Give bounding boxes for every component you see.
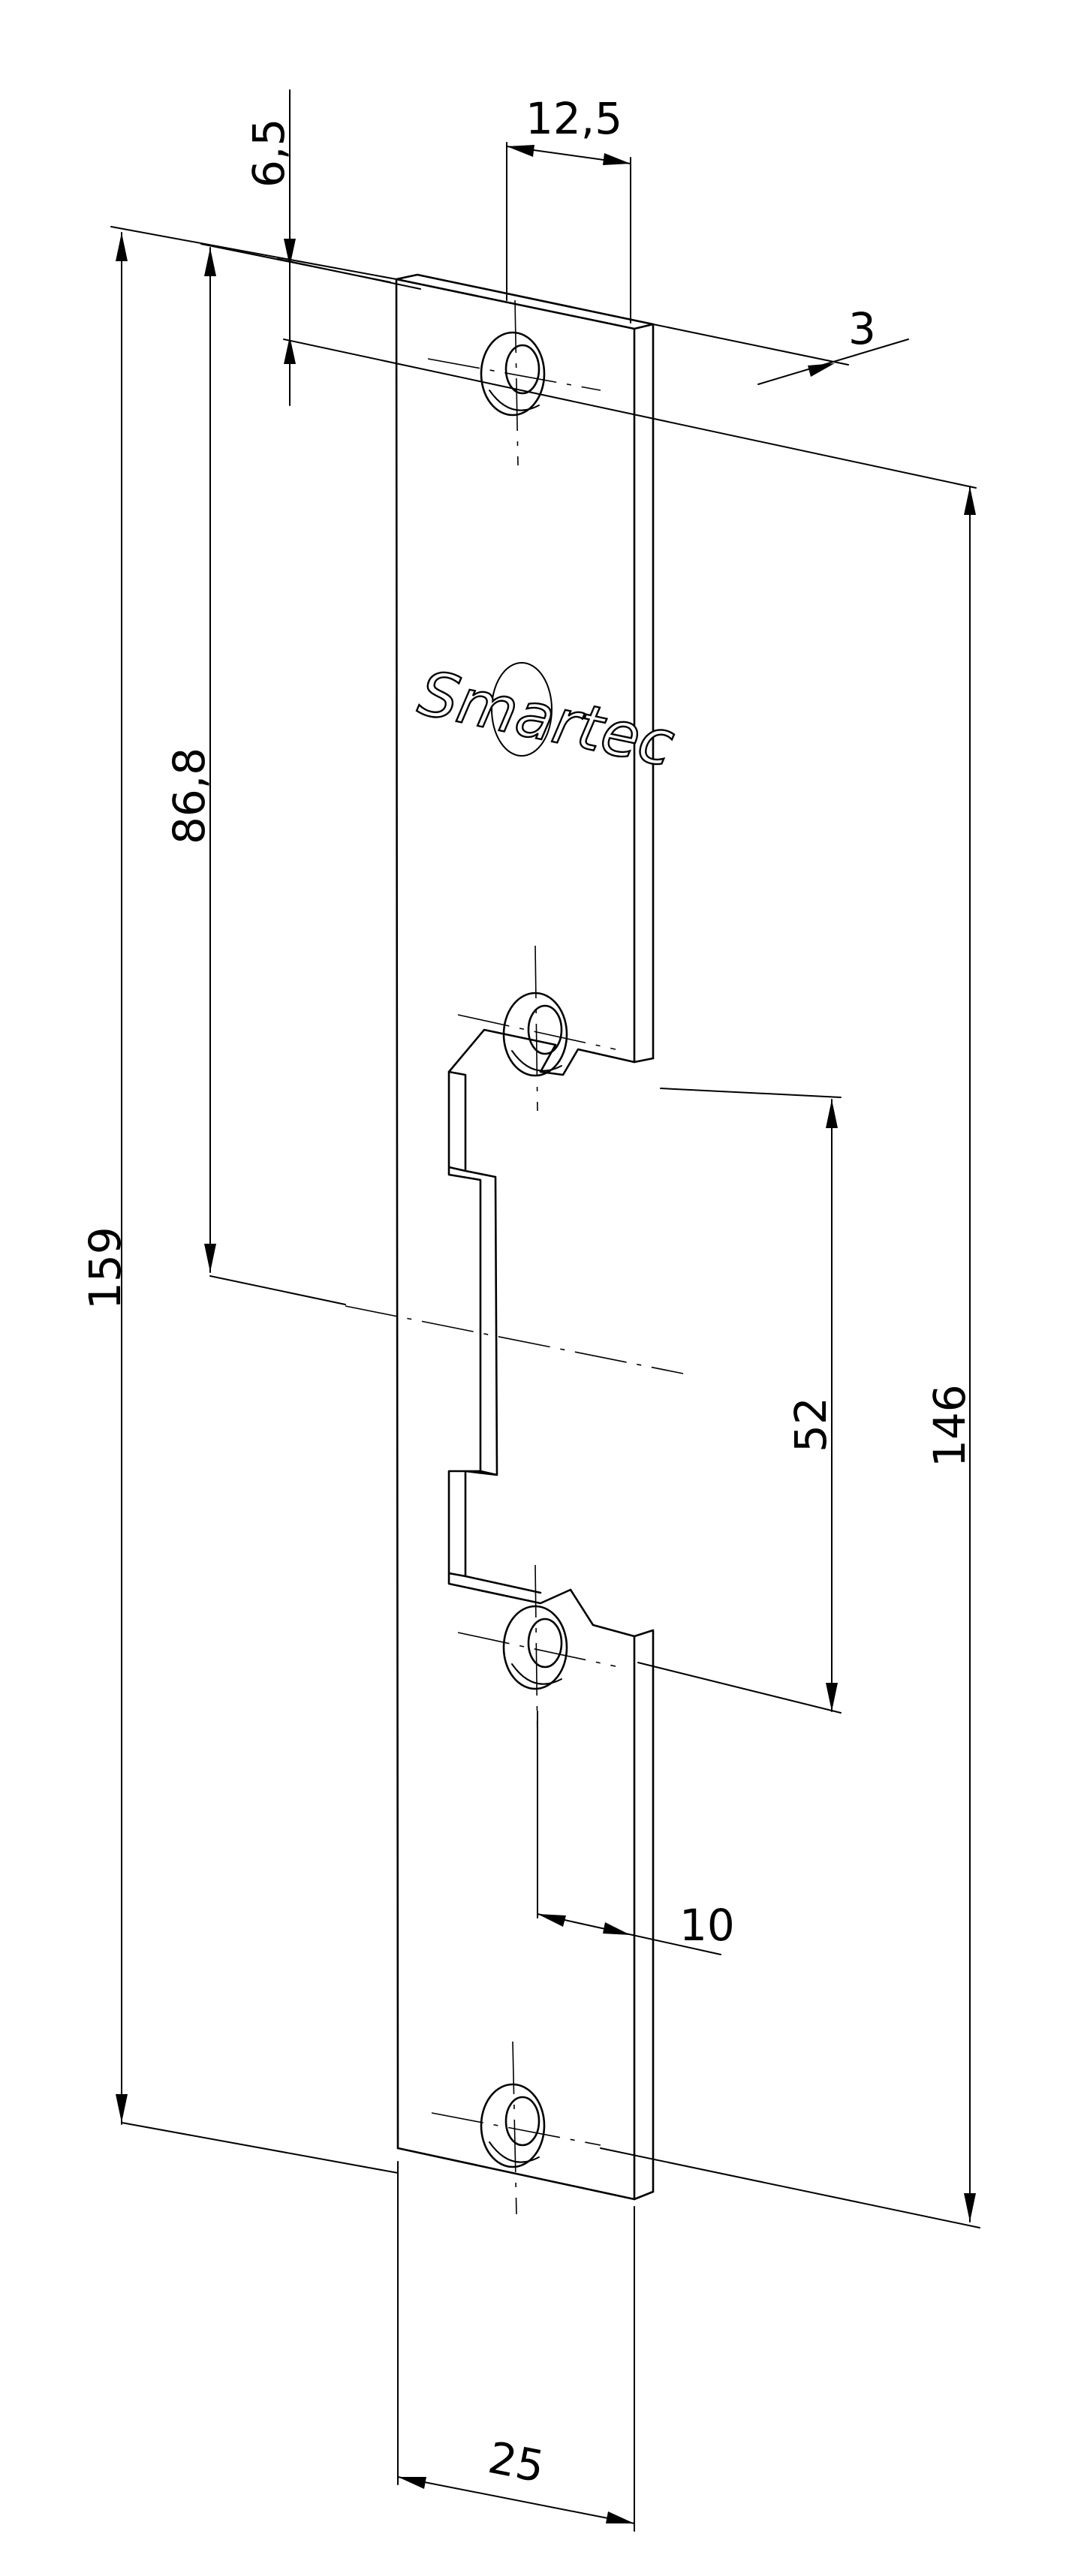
plate-right-edge-upper: [633, 323, 655, 1064]
dim-10: 10: [679, 1900, 735, 1951]
center-lines: [345, 299, 684, 2215]
screw-hole-2: [502, 992, 568, 1077]
smartec-logo: Smartec: [412, 657, 681, 782]
dimension-labels: 6,5 12,5 3 86,8 159 52 146 10 25: [80, 93, 975, 2493]
strike-plate: [395, 273, 655, 2201]
dim-159: 159: [80, 1226, 131, 1310]
logo-text: Smartec: [413, 658, 680, 781]
plate-top-edge: [395, 273, 655, 330]
screw-hole-4: [480, 2083, 546, 2168]
dim-3: 3: [848, 303, 876, 354]
dimension-lines: [110, 89, 980, 2532]
plate-right-edge-lower: [633, 1629, 655, 2201]
dim-12-5: 12,5: [525, 93, 622, 144]
plate-cutout-profile: [447, 1070, 636, 1638]
dim-25: 25: [484, 2432, 548, 2493]
screw-hole-1: [480, 331, 546, 417]
dim-6-5: 6,5: [243, 119, 294, 188]
dim-52: 52: [785, 1397, 836, 1452]
screw-hole-3: [502, 1605, 568, 1690]
plate-cutout-upper-corner: [447, 1028, 655, 1076]
dim-86-8: 86,8: [164, 748, 215, 844]
plate-left-edge: [395, 278, 399, 2150]
plate-bottom-edge: [396, 2147, 655, 2201]
dim-146: 146: [924, 1384, 975, 1467]
